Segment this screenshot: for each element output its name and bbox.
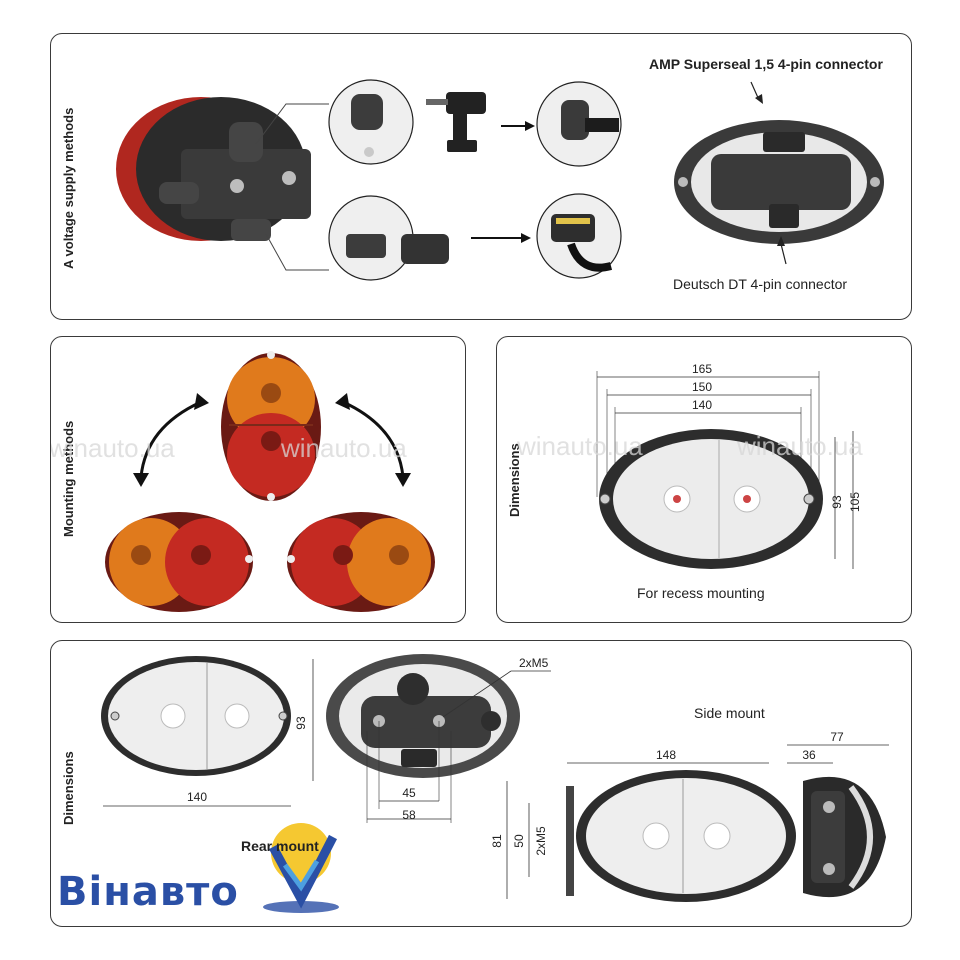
recess-dimensions-panel: Dimensions 165 150 140 93 105 winauto.ua… — [496, 336, 912, 623]
amp-connector-label: AMP Superseal 1,5 4-pin connector — [649, 56, 883, 72]
brand-logo-text: Вінавто — [57, 869, 239, 915]
mounting-plate — [181, 149, 311, 219]
dim-side-77: 77 — [830, 730, 844, 744]
rear-mount-label: Rear mount — [241, 838, 319, 854]
dim-back-58: 58 — [402, 808, 416, 822]
deutsch-socket — [769, 204, 799, 228]
amp-connector-stub — [229, 122, 263, 162]
side-mount-label: Side mount — [694, 705, 765, 721]
watermark-text: winauto.ua — [736, 431, 863, 461]
bottom-dimensions-panel: Dimensions 93 140 45 58 2xM5 — [50, 640, 912, 927]
dim-back-45: 45 — [402, 786, 416, 800]
bottom-drawings: 93 140 45 58 2xM5 148 81 50 — [101, 654, 889, 913]
rotate-left-arrow-icon — [133, 393, 209, 487]
dim-side-148: 148 — [656, 748, 676, 762]
recess-caption: For recess mounting — [637, 585, 765, 601]
dim-side-81: 81 — [490, 834, 504, 848]
mounting-illustration: winauto.ua winauto.ua — [50, 351, 435, 612]
mounting-panel: Mounting methods — [50, 336, 466, 623]
rotate-right-arrow-icon — [335, 393, 411, 487]
dim-105: 105 — [848, 492, 862, 512]
deutsch-connector-stub — [231, 219, 271, 241]
arrow-right-icon — [501, 121, 535, 131]
dim-back-thread: 2xM5 — [519, 656, 549, 670]
amp-socket — [763, 132, 805, 152]
watermark-text: winauto.ua — [280, 433, 407, 463]
watermark-text: winauto.ua — [516, 431, 643, 461]
dim-side-36: 36 — [802, 748, 816, 762]
dim-140: 140 — [692, 398, 712, 412]
dim-rear-93: 93 — [294, 716, 308, 730]
dim-side-50: 50 — [512, 834, 526, 848]
supply-illustration — [116, 79, 884, 281]
dim-rear-140: 140 — [187, 790, 207, 804]
dim-93: 93 — [830, 495, 844, 509]
deutsch-connector-label: Deutsch DT 4-pin connector — [673, 276, 848, 292]
dim-side-thread: 2xM5 — [534, 826, 548, 856]
drill-icon — [426, 92, 486, 152]
supply-panel: A voltage supply methods — [50, 33, 912, 320]
brand-logo-icon — [263, 823, 339, 913]
arrow-right-icon — [471, 233, 531, 243]
dim-150: 150 — [692, 380, 712, 394]
watermark-text: winauto.ua — [50, 433, 175, 463]
recess-drawing: 165 150 140 93 105 winauto.ua winauto.ua — [516, 362, 863, 569]
deutsch-plug-cap — [401, 234, 449, 264]
dim-165: 165 — [692, 362, 712, 376]
